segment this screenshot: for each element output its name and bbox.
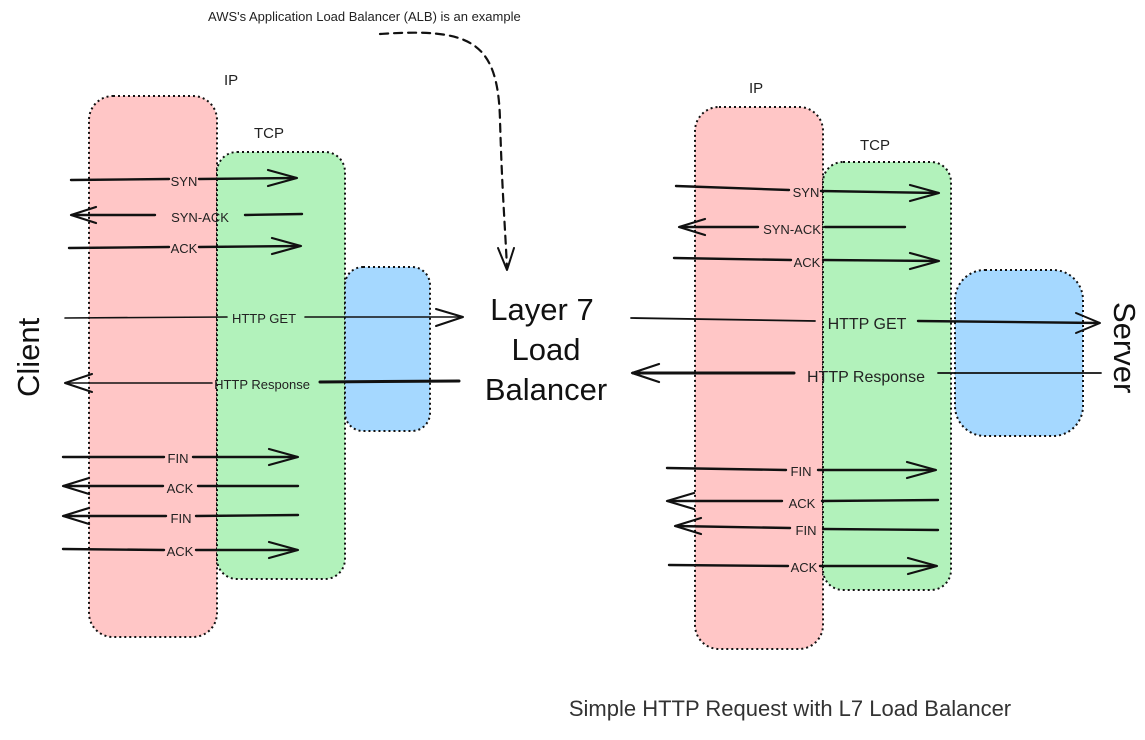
left-http-get-arrow: HTTP GET (64, 308, 464, 327)
right-syn-ack-label: SYN-ACK (763, 222, 821, 237)
left-syn-label: SYN (171, 174, 198, 189)
right-ip-box (694, 106, 824, 650)
left-application-box (344, 266, 431, 432)
right-ack-arrow-2: ACK (665, 491, 940, 511)
right-application-box (954, 269, 1084, 437)
right-fin-arrow-2: FIN (673, 516, 940, 538)
server-label: Server (1107, 302, 1142, 393)
left-tcp-label: TCP (254, 125, 284, 142)
lb-line-1: Layer 7 (490, 292, 593, 327)
right-http-response-label: HTTP Response (807, 369, 925, 386)
right-tcp-box (822, 161, 952, 591)
right-ack-label-2: ACK (789, 496, 816, 511)
load-balancer-label: Layer 7 Load Balancer (485, 292, 607, 407)
left-ack-arrow-3: ACK (61, 540, 300, 560)
right-ip-label: IP (749, 80, 763, 97)
lb-line-3: Balancer (485, 372, 607, 407)
left-fin-arrow-1: FIN (61, 447, 300, 467)
right-tcp-label: TCP (860, 137, 890, 154)
left-http-response-arrow: HTTP Response (64, 373, 461, 393)
right-fin-label-2: FIN (796, 523, 817, 538)
left-syn-ack-label: SYN-ACK (171, 210, 229, 225)
left-ack-arrow-2: ACK (61, 476, 300, 496)
right-ack-label-1: ACK (794, 255, 821, 270)
left-syn-arrow: SYN (69, 168, 299, 189)
right-ack-arrow-3: ACK (667, 556, 939, 576)
note-dashed-arrow (378, 31, 509, 270)
left-fin-arrow-2: FIN (61, 506, 300, 526)
left-ack-label-2: ACK (167, 481, 194, 496)
diagram-caption: Simple HTTP Request with L7 Load Balance… (569, 696, 1011, 721)
right-syn-arrow: SYN (674, 183, 941, 203)
right-fin-label-1: FIN (791, 464, 812, 479)
right-syn-ack-arrow: SYN-ACK (677, 217, 907, 237)
right-ack-arrow-1: ACK (672, 251, 941, 271)
left-syn-ack-arrow: SYN-ACK (69, 205, 304, 225)
lb-line-2: Load (512, 332, 581, 367)
right-http-response-arrow: HTTP Response (630, 362, 1102, 386)
left-ip-box (88, 95, 218, 638)
note-arrow-head (497, 247, 515, 271)
right-fin-arrow-1: FIN (665, 460, 938, 480)
left-ack-arrow-1: ACK (67, 236, 303, 256)
right-syn-label: SYN (793, 185, 820, 200)
left-tcp-box (216, 151, 346, 580)
left-ack-label-1: ACK (171, 241, 198, 256)
left-ip-label: IP (224, 72, 238, 89)
left-http-response-label: HTTP Response (214, 377, 310, 392)
left-http-get-label: HTTP GET (232, 311, 296, 326)
right-http-get-arrow: HTTP GET (630, 312, 1101, 334)
alb-note: AWS's Application Load Balancer (ALB) is… (208, 9, 521, 24)
right-http-get-label: HTTP GET (828, 316, 907, 333)
left-ack-label-3: ACK (167, 544, 194, 559)
left-fin-label-2: FIN (171, 511, 192, 526)
left-fin-label-1: FIN (168, 451, 189, 466)
client-label: Client (11, 317, 46, 397)
right-ack-label-3: ACK (791, 560, 818, 575)
